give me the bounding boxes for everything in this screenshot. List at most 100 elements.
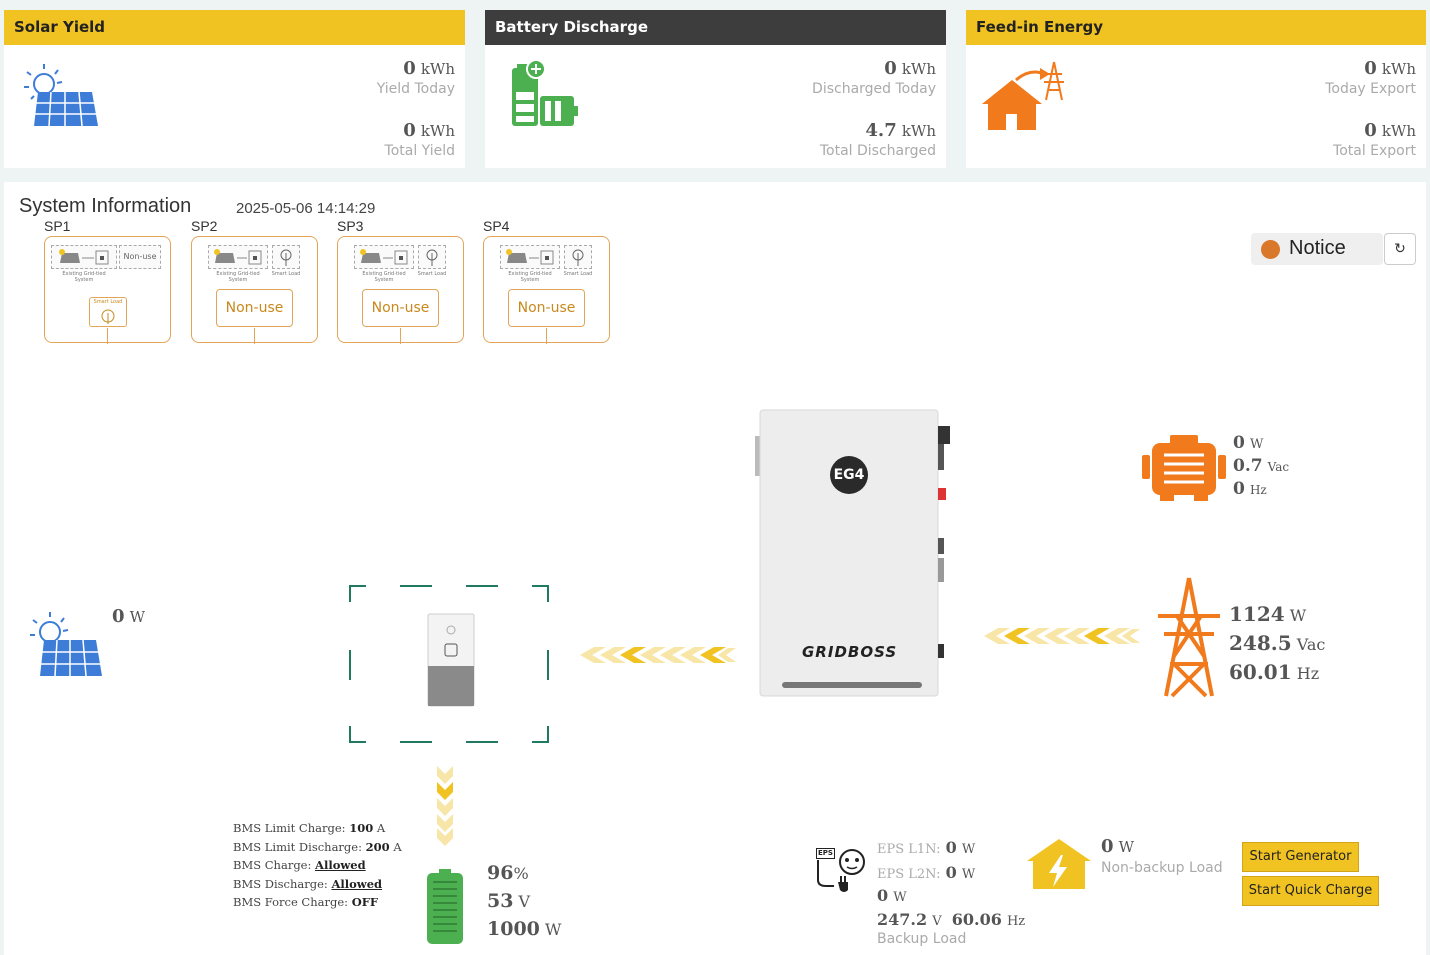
discharged-today-label: Discharged Today xyxy=(812,81,936,97)
solar-yield-card: Solar Yield 0 kWh Yield Today 0 kWh Tota… xyxy=(4,10,465,168)
battery-stack-icon xyxy=(507,58,579,138)
sp3-connector xyxy=(400,328,401,344)
sp3-nonuse-button[interactable]: Non-use xyxy=(362,289,439,327)
bms-limit-charge-unit: A xyxy=(376,821,386,835)
battery-voltage-unit: V xyxy=(518,892,531,911)
backup-total-power: 0 xyxy=(877,886,889,905)
non-backup-power-unit: W xyxy=(1118,838,1135,856)
notice-button[interactable]: Notice xyxy=(1251,233,1383,265)
flow-arrows-right xyxy=(984,628,1140,644)
flow-arrows-down xyxy=(437,766,453,846)
total-yield-label: Total Yield xyxy=(384,143,455,159)
grid-tied-system-icon xyxy=(506,249,554,265)
smart-load-icon xyxy=(101,309,115,324)
grid-frequency-unit: Hz xyxy=(1296,664,1320,683)
battery-power-unit: W xyxy=(544,920,562,939)
sp3-label: SP3 xyxy=(337,218,364,234)
sp4-nonuse-button[interactable]: Non-use xyxy=(508,289,585,327)
bms-discharge-label: BMS Discharge: xyxy=(233,876,328,891)
grid-tied-system-icon xyxy=(59,249,109,265)
sp2-grid-tied-caption: Existing Grid-tied System xyxy=(216,271,260,283)
smart-load-icon xyxy=(426,249,438,266)
refresh-button[interactable]: ↻ xyxy=(1384,233,1416,265)
sp3-smart-load-mini xyxy=(418,245,446,269)
battery-power: 1000 xyxy=(487,918,540,940)
gridboss-brand-label: GRIDBOSS xyxy=(802,643,898,661)
sp3-smart-load-caption: Smart Load xyxy=(417,271,447,277)
bms-force-charge-value: OFF xyxy=(351,895,379,909)
sp1-label: SP1 xyxy=(44,218,71,234)
flow-arrows-left xyxy=(580,647,736,663)
total-yield: 0 kWh Total Yield xyxy=(385,120,455,159)
eps-l2n-value: 0 xyxy=(945,863,957,882)
sp3-grid-tied-caption: Existing Grid-tied System xyxy=(362,271,406,283)
system-information-title: System Information xyxy=(19,195,192,217)
bms-charge-label: BMS Charge: xyxy=(233,858,312,872)
sp2-card[interactable]: Existing Grid-tied System Smart Load Non… xyxy=(191,236,318,344)
sp2-connector xyxy=(254,328,255,344)
solar-array-icon xyxy=(30,612,102,677)
bms-charge-row: BMS Charge: Allowed xyxy=(233,856,402,875)
grid-tied-system-icon xyxy=(360,249,408,265)
non-backup-load-label: Non-backup Load xyxy=(1101,860,1223,876)
total-export-value: 0 xyxy=(1364,120,1377,141)
solar-power: 0 xyxy=(112,606,125,627)
discharged-today-value: 0 xyxy=(884,58,897,79)
total-discharged-value: 4.7 xyxy=(865,120,897,141)
grid-power-unit: W xyxy=(1289,606,1307,625)
sp4-card[interactable]: Existing Grid-tied System Smart Load Non… xyxy=(483,236,610,344)
system-information-panel: System Information 2025-05-06 14:14:29 S… xyxy=(4,182,1426,955)
start-quick-charge-button[interactable]: Start Quick Charge xyxy=(1242,876,1379,906)
today-export: 0 kWh Today Export xyxy=(1325,58,1416,97)
bms-limit-discharge-row: BMS Limit Discharge: 200 A xyxy=(233,838,402,857)
total-export-unit: kWh xyxy=(1381,122,1416,140)
start-generator-button[interactable]: Start Generator xyxy=(1242,842,1359,872)
total-yield-value: 0 xyxy=(403,120,416,141)
sp4-smart-load-caption: Smart Load xyxy=(563,271,593,277)
yield-today-unit: kWh xyxy=(420,60,455,78)
feed-in-energy-card: Feed-in Energy 0 kWh Today Export 0 kWh … xyxy=(966,10,1426,168)
solar-readout: 0 W xyxy=(112,606,145,627)
grid-tower-icon xyxy=(1158,577,1220,698)
total-export: 0 kWh Total Export xyxy=(1333,120,1416,159)
sp1-smart-load-button[interactable]: Smart Load xyxy=(89,297,127,327)
sp1-connector xyxy=(107,328,108,344)
today-export-value: 0 xyxy=(1364,58,1377,79)
today-export-unit: kWh xyxy=(1381,60,1416,78)
discharged-today-unit: kWh xyxy=(901,60,936,78)
sp1-card[interactable]: Existing Grid-tied System Non-use Smart … xyxy=(44,236,171,344)
bms-limit-discharge-unit: A xyxy=(393,839,402,854)
generator-readout: 0 W 0.7 Vac 0 Hz xyxy=(1233,433,1289,499)
bms-limit-charge-value: 100 xyxy=(349,821,374,835)
grid-frequency: 60.01 xyxy=(1229,660,1292,684)
non-backup-power: 0 xyxy=(1101,836,1114,857)
backup-readout: EPS L1N: 0 W EPS L2N: 0 W 0 W 247.2 V 60… xyxy=(877,838,1025,947)
eps-badge: EPS xyxy=(816,848,835,859)
sp1-grid-tied-caption: Existing Grid-tied System xyxy=(62,271,106,283)
solar-panel-icon xyxy=(22,62,102,134)
eps-l1n-unit: W xyxy=(961,842,976,857)
grid-voltage-unit: Vac xyxy=(1296,635,1326,654)
total-export-label: Total Export xyxy=(1333,143,1416,159)
sp2-smart-load-mini xyxy=(272,245,300,269)
sp4-label: SP4 xyxy=(483,218,510,234)
bms-discharge-row: BMS Discharge: Allowed xyxy=(233,875,402,894)
sp2-nonuse-button[interactable]: Non-use xyxy=(216,289,293,327)
total-discharged-label: Total Discharged xyxy=(819,143,936,159)
eg4-logo: EG4 xyxy=(830,456,868,494)
grid-readout: 1124 W 248.5 Vac 60.01 Hz xyxy=(1229,602,1325,684)
sp2-grid-tied-mini xyxy=(208,245,268,269)
eps-backup-icon: EPS xyxy=(814,846,868,894)
bms-limit-charge-label: BMS Limit Charge: xyxy=(233,821,346,835)
yield-today: 0 kWh Yield Today xyxy=(377,58,455,97)
solar-power-unit: W xyxy=(129,608,146,626)
sp3-card[interactable]: Existing Grid-tied System Smart Load Non… xyxy=(337,236,464,344)
sp4-grid-tied-caption: Existing Grid-tied System xyxy=(508,271,552,283)
eps-plug-icon xyxy=(817,849,865,892)
sp1-grid-tied-mini xyxy=(51,245,117,269)
today-export-label: Today Export xyxy=(1325,81,1416,97)
refresh-icon: ↻ xyxy=(1394,241,1406,257)
yield-today-label: Yield Today xyxy=(376,81,455,97)
sp4-grid-tied-mini xyxy=(500,245,560,269)
backup-voltage: 247.2 xyxy=(877,910,928,929)
